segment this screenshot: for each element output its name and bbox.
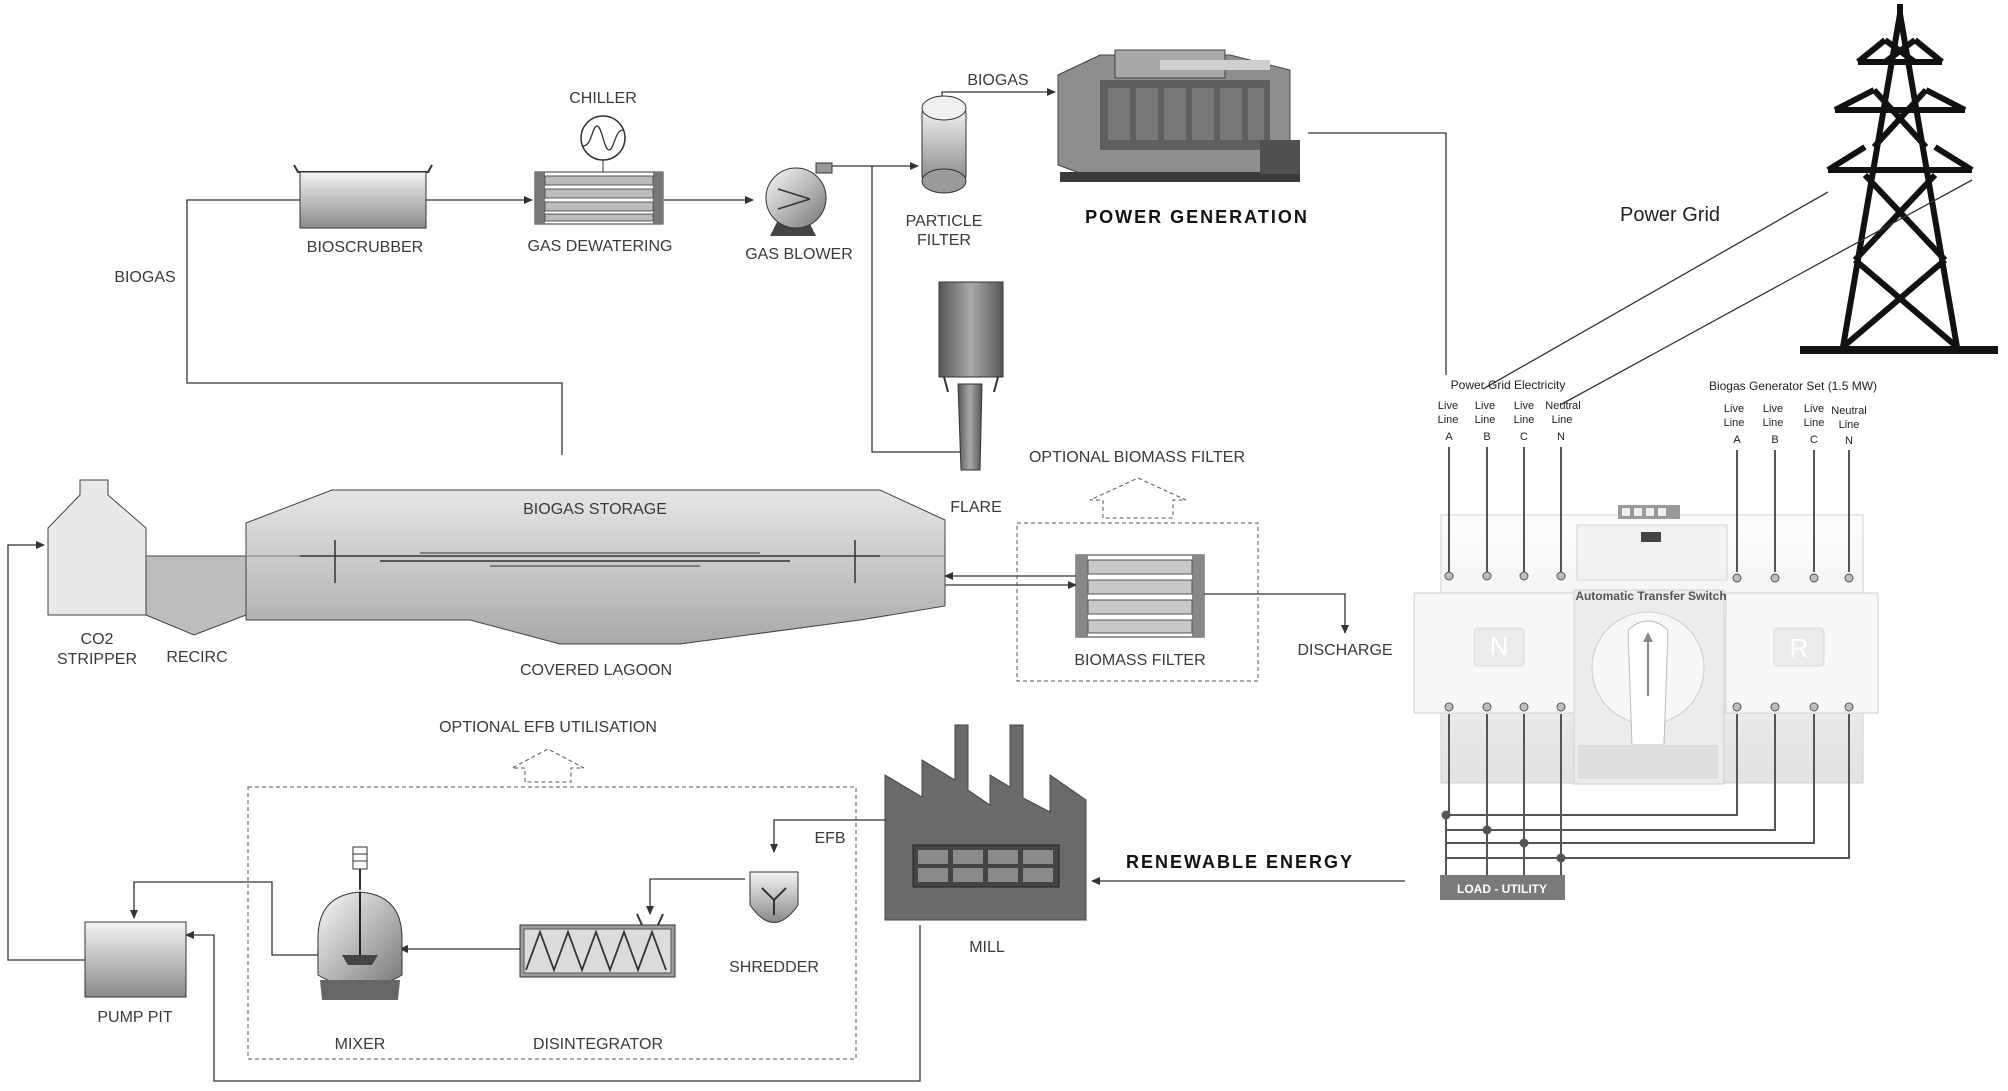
switch-r-letter: R: [1790, 633, 1809, 663]
disintegrator-label: DISINTEGRATOR: [533, 1036, 663, 1053]
grid-col-b-letter: B: [1483, 431, 1490, 443]
renewable-energy-label: RENEWABLE ENERGY: [1126, 852, 1354, 872]
recirc-label: RECIRC: [166, 649, 227, 666]
biogas-flow-label: BIOGAS: [967, 72, 1028, 89]
grid-col-n-top: Neutral: [1545, 400, 1580, 412]
mill-factory-icon: [884, 724, 1087, 921]
grid-col-c-letter: C: [1520, 431, 1528, 443]
load-utility-label: LOAD - UTILITY: [1457, 882, 1547, 896]
gen-col-c-top: Live: [1804, 403, 1824, 415]
biogas-storage-label: BIOGAS STORAGE: [523, 501, 667, 518]
optional-efb-label: OPTIONAL EFB UTILISATION: [439, 719, 657, 736]
biomass-filter-unit: [1075, 554, 1205, 638]
covered-lagoon-label: COVERED LAGOON: [520, 662, 672, 679]
gas-blower-label: GAS BLOWER: [745, 246, 853, 263]
bioscrubber-label: BIOSCRUBBER: [307, 239, 423, 256]
gen-col-n-top: Neutral: [1831, 405, 1866, 417]
pump-pit-label: PUMP PIT: [97, 1009, 173, 1026]
efb-label: EFB: [814, 830, 845, 847]
biogas-riser-label: BIOGAS: [114, 269, 175, 286]
power-grid-label: Power Grid: [1620, 204, 1720, 226]
flare-label: FLARE: [950, 499, 1002, 516]
bioscrubber: [293, 164, 433, 229]
chiller-label: CHILLER: [569, 90, 637, 107]
co2-stripper: [47, 479, 147, 616]
particle-filter-label-2: FILTER: [917, 232, 971, 249]
pump-pit: [84, 921, 187, 998]
generator-engine: [1057, 49, 1300, 182]
particle-filter-label-1: PARTICLE: [906, 213, 983, 230]
generator-terminal-columns: Live Line A Live Line B Live Line C Neut…: [1724, 403, 1867, 447]
gen-col-b-top: Live: [1763, 403, 1783, 415]
gen-col-n-letter: N: [1845, 435, 1853, 447]
gen-col-a-mid: Line: [1724, 417, 1745, 429]
grid-col-a-top: Live: [1438, 400, 1458, 412]
recirc-basin: [145, 555, 247, 636]
shredder-icon: [749, 871, 799, 923]
optional-efb-zone: [247, 748, 857, 1060]
co2-stripper-label-1: CO2: [81, 631, 114, 648]
particle-filter-vessel: [921, 95, 967, 194]
gen-col-c-mid: Line: [1804, 417, 1825, 429]
generator-set-title: Biogas Generator Set (1.5 MW): [1709, 379, 1877, 393]
piping: [7, 88, 1447, 1082]
ats-title: Automatic Transfer Switch: [1575, 589, 1726, 603]
power-generation-label: POWER GENERATION: [1085, 207, 1309, 227]
switch-terminals: [1441, 571, 1854, 863]
power-grid-tower-icon: [1800, 4, 1998, 354]
grid-terminal-columns: Live Line A Live Line B Live Line C Neut…: [1438, 400, 1581, 443]
grid-electricity-title: Power Grid Electricity: [1451, 378, 1566, 392]
mixer-label: MIXER: [335, 1036, 386, 1053]
covered-lagoon: [245, 489, 946, 645]
gen-col-c-letter: C: [1810, 434, 1818, 446]
optional-biomass-filter-label: OPTIONAL BIOMASS FILTER: [1029, 449, 1245, 466]
grid-col-a-mid: Line: [1438, 414, 1459, 426]
gen-col-n-mid: Line: [1839, 419, 1860, 431]
gen-col-b-letter: B: [1771, 434, 1778, 446]
gen-col-b-mid: Line: [1763, 417, 1784, 429]
grid-col-b-mid: Line: [1475, 414, 1496, 426]
grid-col-n-mid: Line: [1552, 414, 1573, 426]
automatic-transfer-switch: [1413, 505, 1879, 785]
chiller-icon: [580, 115, 626, 172]
grid-col-c-top: Live: [1514, 400, 1534, 412]
disintegrator-icon: [519, 913, 676, 978]
gas-dewatering-label: GAS DEWATERING: [528, 238, 673, 255]
flare-stack: [938, 281, 1004, 471]
discharge-label: DISCHARGE: [1297, 642, 1392, 659]
grid-col-b-top: Live: [1475, 400, 1495, 412]
biomass-filter-label: BIOMASS FILTER: [1074, 652, 1205, 669]
shredder-label: SHREDDER: [729, 959, 819, 976]
mixer-icon: [317, 846, 403, 1000]
grid-col-n-letter: N: [1557, 431, 1565, 443]
grid-col-a-letter: A: [1445, 431, 1453, 443]
grid-col-c-mid: Line: [1514, 414, 1535, 426]
mill-label: MILL: [969, 939, 1005, 956]
optional-biomass-zone: [1016, 477, 1259, 682]
gas-dewatering-unit: [534, 171, 664, 225]
load-utility-box: [1440, 875, 1565, 900]
co2-stripper-label-2: STRIPPER: [57, 651, 137, 668]
gen-col-a-letter: A: [1733, 434, 1741, 446]
gen-col-a-top: Live: [1724, 403, 1744, 415]
switch-n-letter: N: [1490, 631, 1509, 661]
gas-blower-icon: [765, 162, 833, 236]
